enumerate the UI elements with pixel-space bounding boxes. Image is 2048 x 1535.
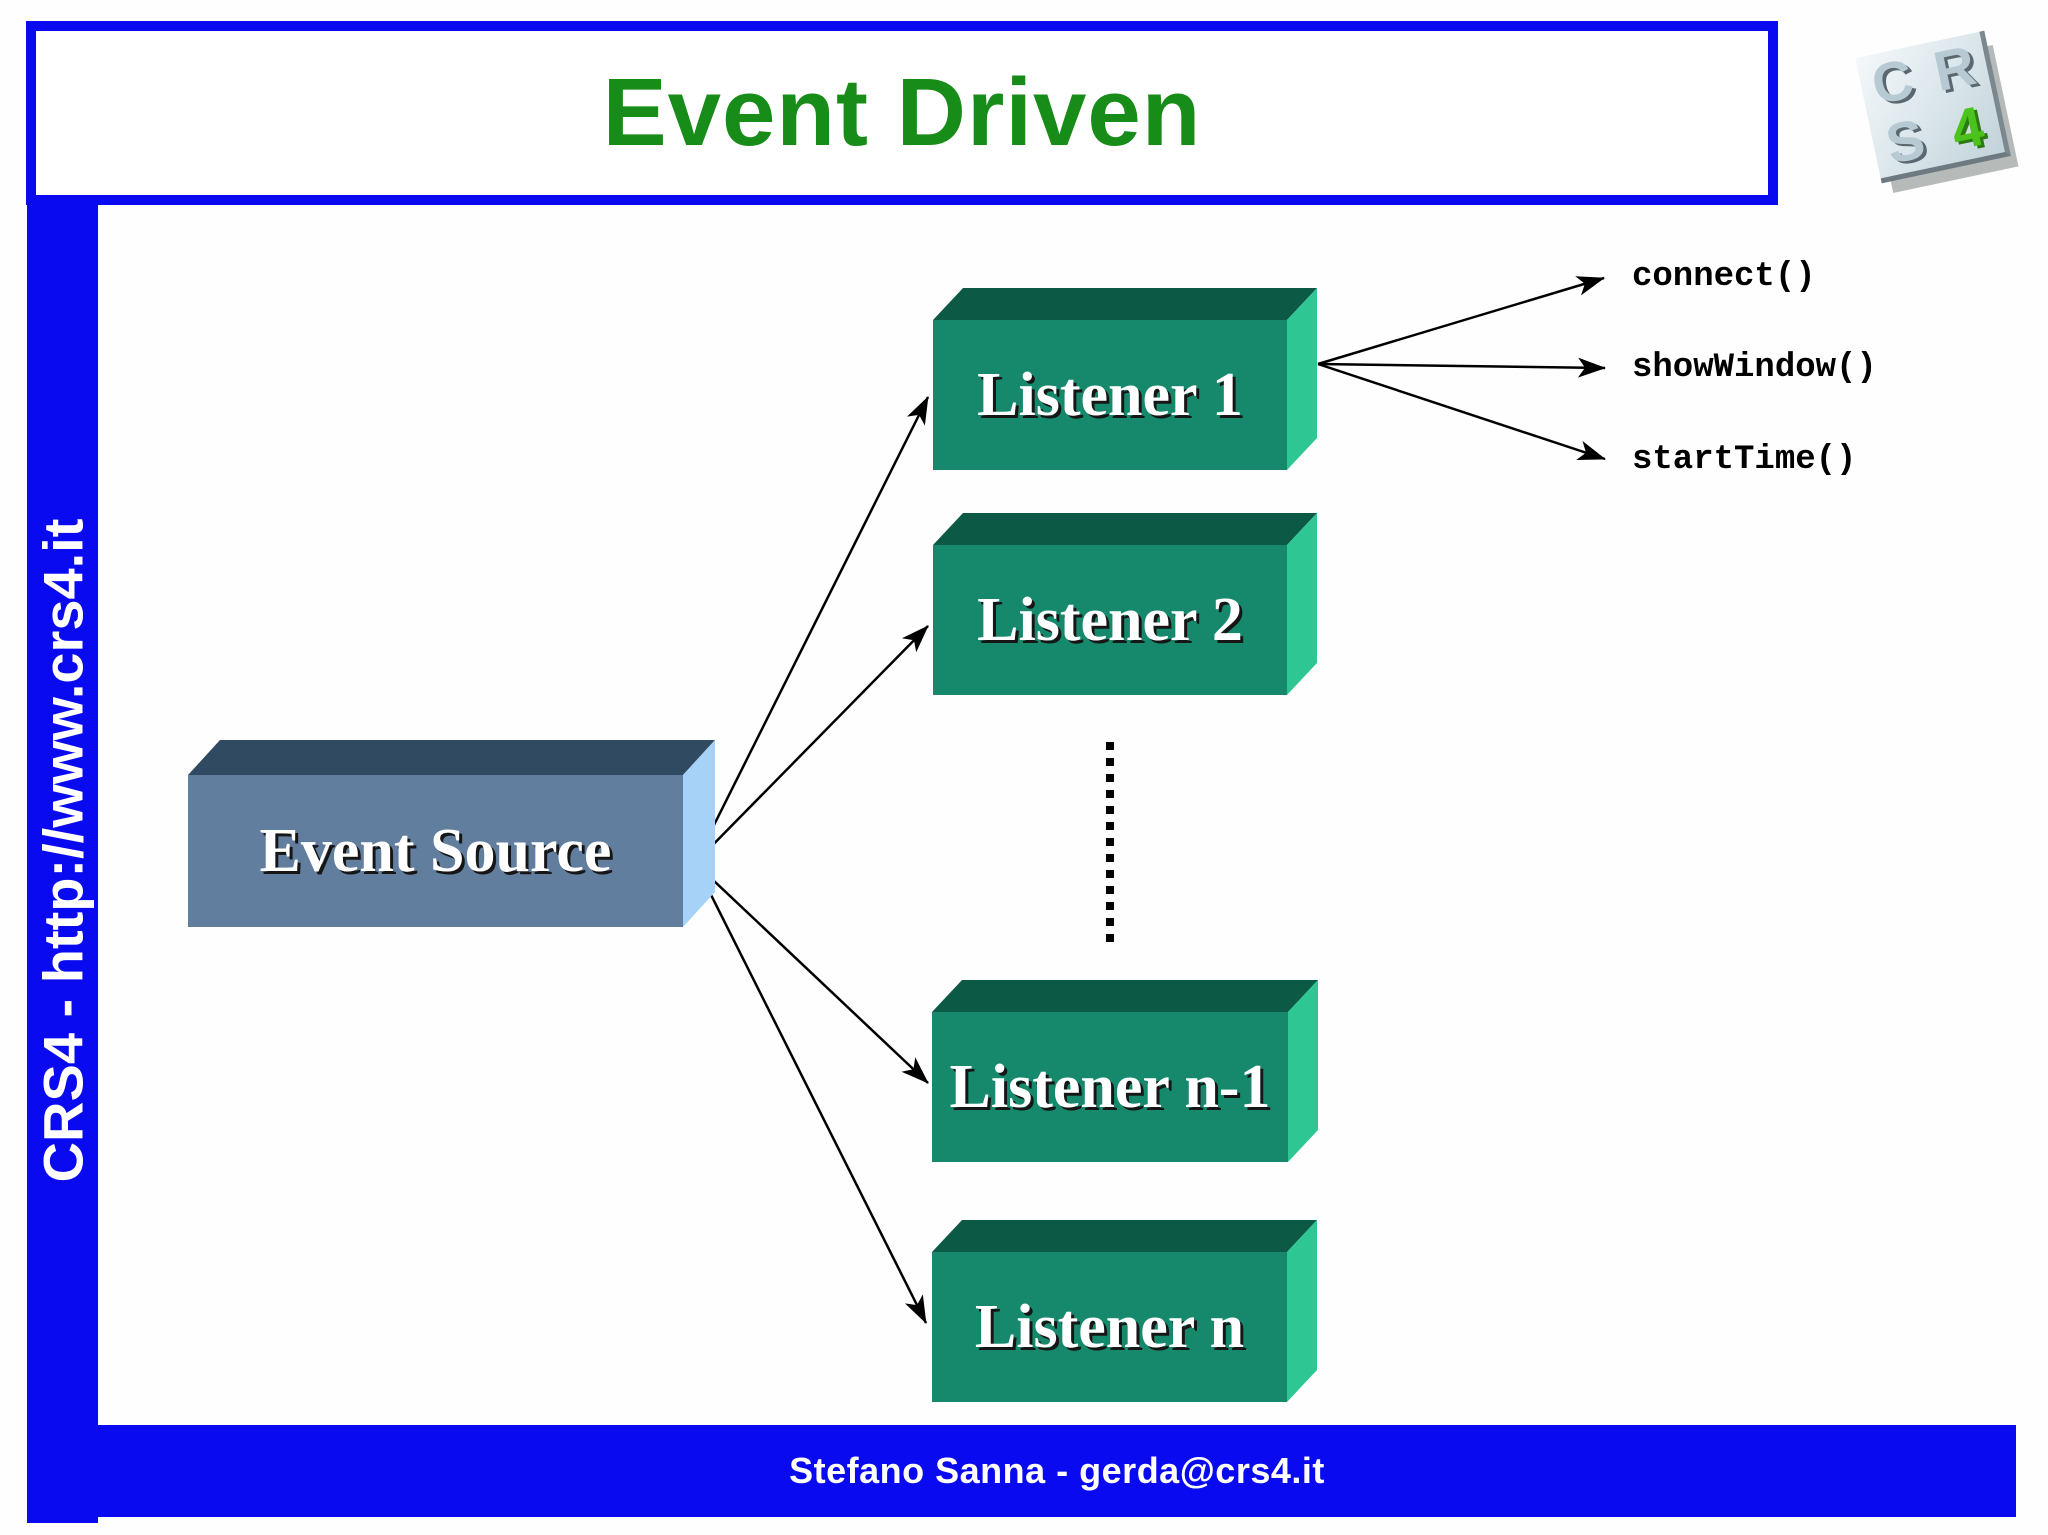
listener-n-box (932, 1220, 1317, 1402)
listener1-side-face (1287, 288, 1317, 470)
logo-tile: C R S 4 (1855, 30, 2011, 184)
event-source-top-face (188, 740, 715, 775)
event-source-front-face (188, 775, 683, 927)
method-label-showwindow: showWindow() (1632, 349, 1877, 387)
listener-n-top-face (932, 1220, 1317, 1252)
crs4-logo: C R S 4 (1853, 30, 2023, 193)
footer-text: Stefano Sanna - gerda@crs4.it (789, 1450, 1325, 1491)
listener2-box (933, 513, 1317, 695)
listener-n1-top-face (932, 980, 1318, 1012)
listener-n1-front-face (932, 1012, 1288, 1162)
logo-letter-s: S (1880, 106, 1931, 176)
arrows-source-to-listeners (693, 396, 930, 1324)
listener1-label: Listener 1 (977, 360, 1243, 429)
sidebar-vertical-text: CRS4 - http://www.crs4.it (31, 518, 95, 1183)
listener2-side-face (1287, 513, 1317, 695)
arrow-listener1-to-starttime (1317, 362, 1606, 461)
arrow-listener1-to-showwindow (1317, 357, 1606, 378)
listener-n1-box (932, 980, 1318, 1162)
event-source-label: Event Source (259, 816, 612, 885)
sidebar: CRS4 - http://www.crs4.it (27, 205, 98, 1523)
listener2-label: Listener 2 (977, 585, 1243, 654)
listener-n1-label: Listener n-1 (949, 1052, 1271, 1121)
arrow-source-to-listener-n (693, 862, 928, 1324)
title-box: Event Driven (26, 21, 1778, 205)
arrows-listener1-to-methods (1317, 276, 1606, 461)
listener2-top-face (933, 513, 1317, 545)
footer-bar: Stefano Sanna - gerda@crs4.it (98, 1425, 2016, 1517)
listener1-front-face (933, 320, 1287, 470)
logo-letter-r: R (1928, 32, 1981, 103)
arrow-listener1-to-connect (1317, 276, 1605, 366)
listener-n-front-face (932, 1252, 1287, 1402)
arrow-source-to-listener-n1 (694, 862, 929, 1084)
event-source-side-face (683, 740, 715, 927)
listener2-front-face (933, 545, 1287, 695)
listener-n1-side-face (1288, 980, 1318, 1162)
logo-letter-4: 4 (1945, 94, 1990, 163)
logo-letter-c: C (1866, 46, 1919, 117)
method-label-starttime: startTime() (1632, 441, 1857, 479)
listener-n-label: Listener n (974, 1292, 1245, 1361)
event-source-box (188, 740, 715, 927)
listener-n-side-face (1287, 1220, 1317, 1402)
arrow-source-to-listener2 (694, 625, 929, 864)
listener1-top-face (933, 288, 1317, 320)
listener1-box (933, 288, 1317, 470)
arrow-source-to-listener1 (693, 396, 930, 864)
page-title: Event Driven (602, 59, 1202, 166)
method-label-connect: connect() (1632, 258, 1816, 296)
